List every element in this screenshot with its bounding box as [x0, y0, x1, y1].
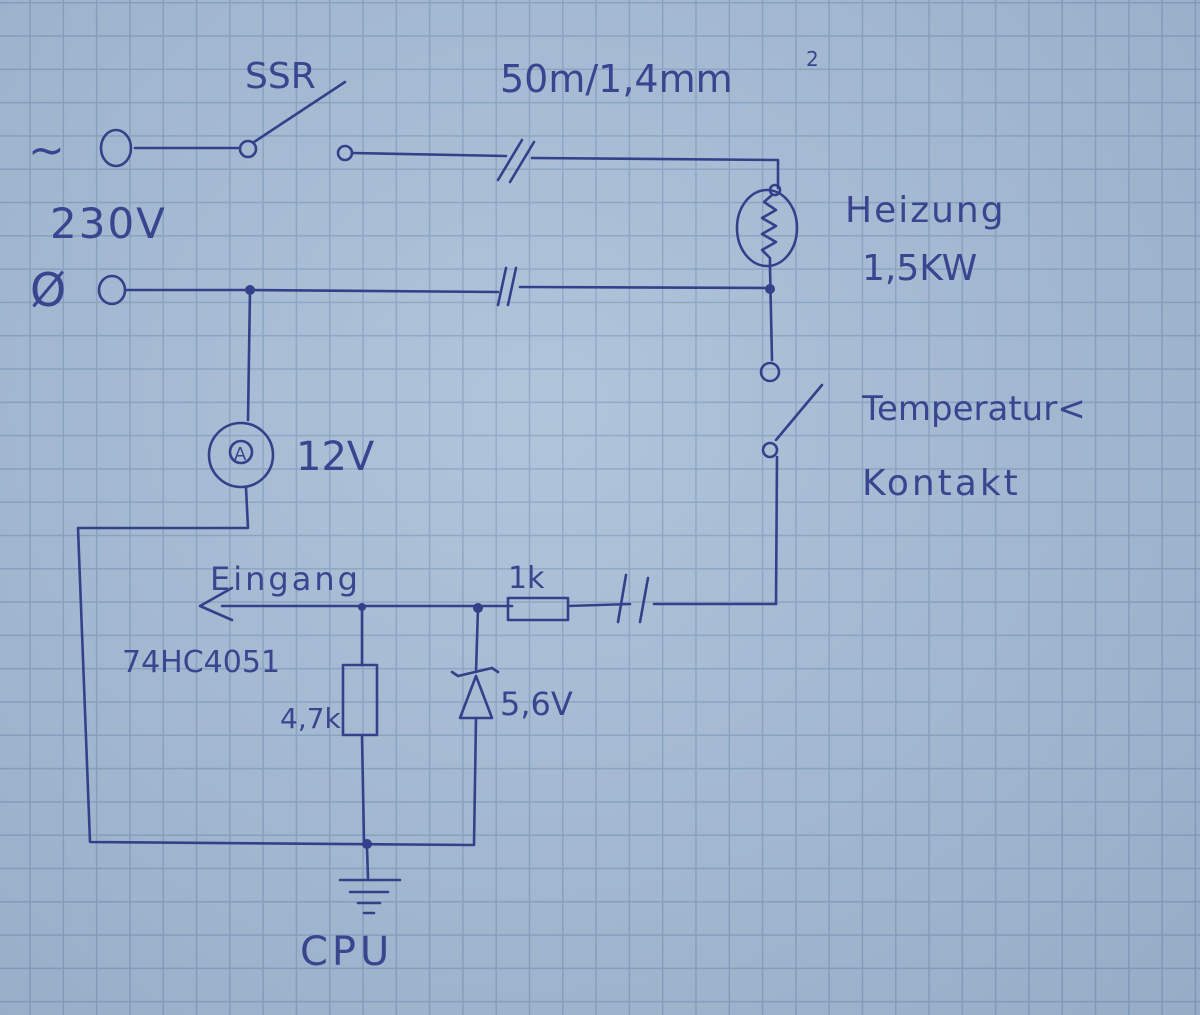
- mains-tilde-label: ~: [28, 125, 65, 176]
- cable-break-top: [496, 138, 536, 184]
- switched-phase-wire: [350, 151, 508, 158]
- psu-symbol-label: A: [234, 444, 247, 465]
- heater-name-label: Heizung: [845, 190, 1006, 231]
- input-label: Eingang: [210, 560, 361, 598]
- supply-out-wire: [76, 486, 474, 847]
- input-arrow: [198, 586, 234, 622]
- cable-spec-label: 50m/1,4mm: [500, 57, 733, 101]
- cpu-label: CPU: [300, 929, 393, 975]
- neutral-wire: [124, 288, 500, 294]
- phase-to-heater-wire: [530, 156, 780, 190]
- mains-voltage-label: 230V: [50, 199, 167, 248]
- neutral-symbol-label: Ø: [30, 263, 66, 317]
- cable-break-bottom: [496, 266, 518, 307]
- heater-to-thermostat-wire: [768, 266, 774, 362]
- ground-symbol: [338, 846, 402, 915]
- mains-neutral-terminal: [97, 274, 127, 306]
- thermostat-label-line2: Kontakt: [862, 463, 1021, 504]
- power-supply-12v: [207, 421, 275, 489]
- zener-diode: [450, 606, 500, 847]
- chip-label: 74HC4051: [122, 645, 280, 680]
- neutral-to-heater-wire: [518, 285, 772, 290]
- thermostat-return-wire: [652, 455, 779, 606]
- resistor-4k7-label: 4,7k: [280, 702, 342, 735]
- resistor-1k: [506, 596, 632, 622]
- zener-value-label: 5,6V: [500, 685, 573, 723]
- cable-break-signal: [616, 573, 650, 624]
- ssr-label: SSR: [245, 56, 316, 97]
- heater-element: [735, 183, 799, 270]
- supply-feed-wire: [246, 288, 252, 422]
- thermostat-label-line1: Temperatur<: [861, 389, 1086, 429]
- thermostat-switch: [759, 361, 824, 459]
- psu-voltage-label: 12V: [296, 434, 375, 480]
- heater-power-label: 1,5KW: [862, 248, 977, 289]
- mains-phase-terminal: [99, 128, 133, 168]
- resistor-4k7: [341, 605, 379, 844]
- cable-spec-exponent: 2: [806, 47, 819, 71]
- resistor-1k-label: 1k: [508, 561, 545, 596]
- ground-junction-dot: [362, 839, 372, 849]
